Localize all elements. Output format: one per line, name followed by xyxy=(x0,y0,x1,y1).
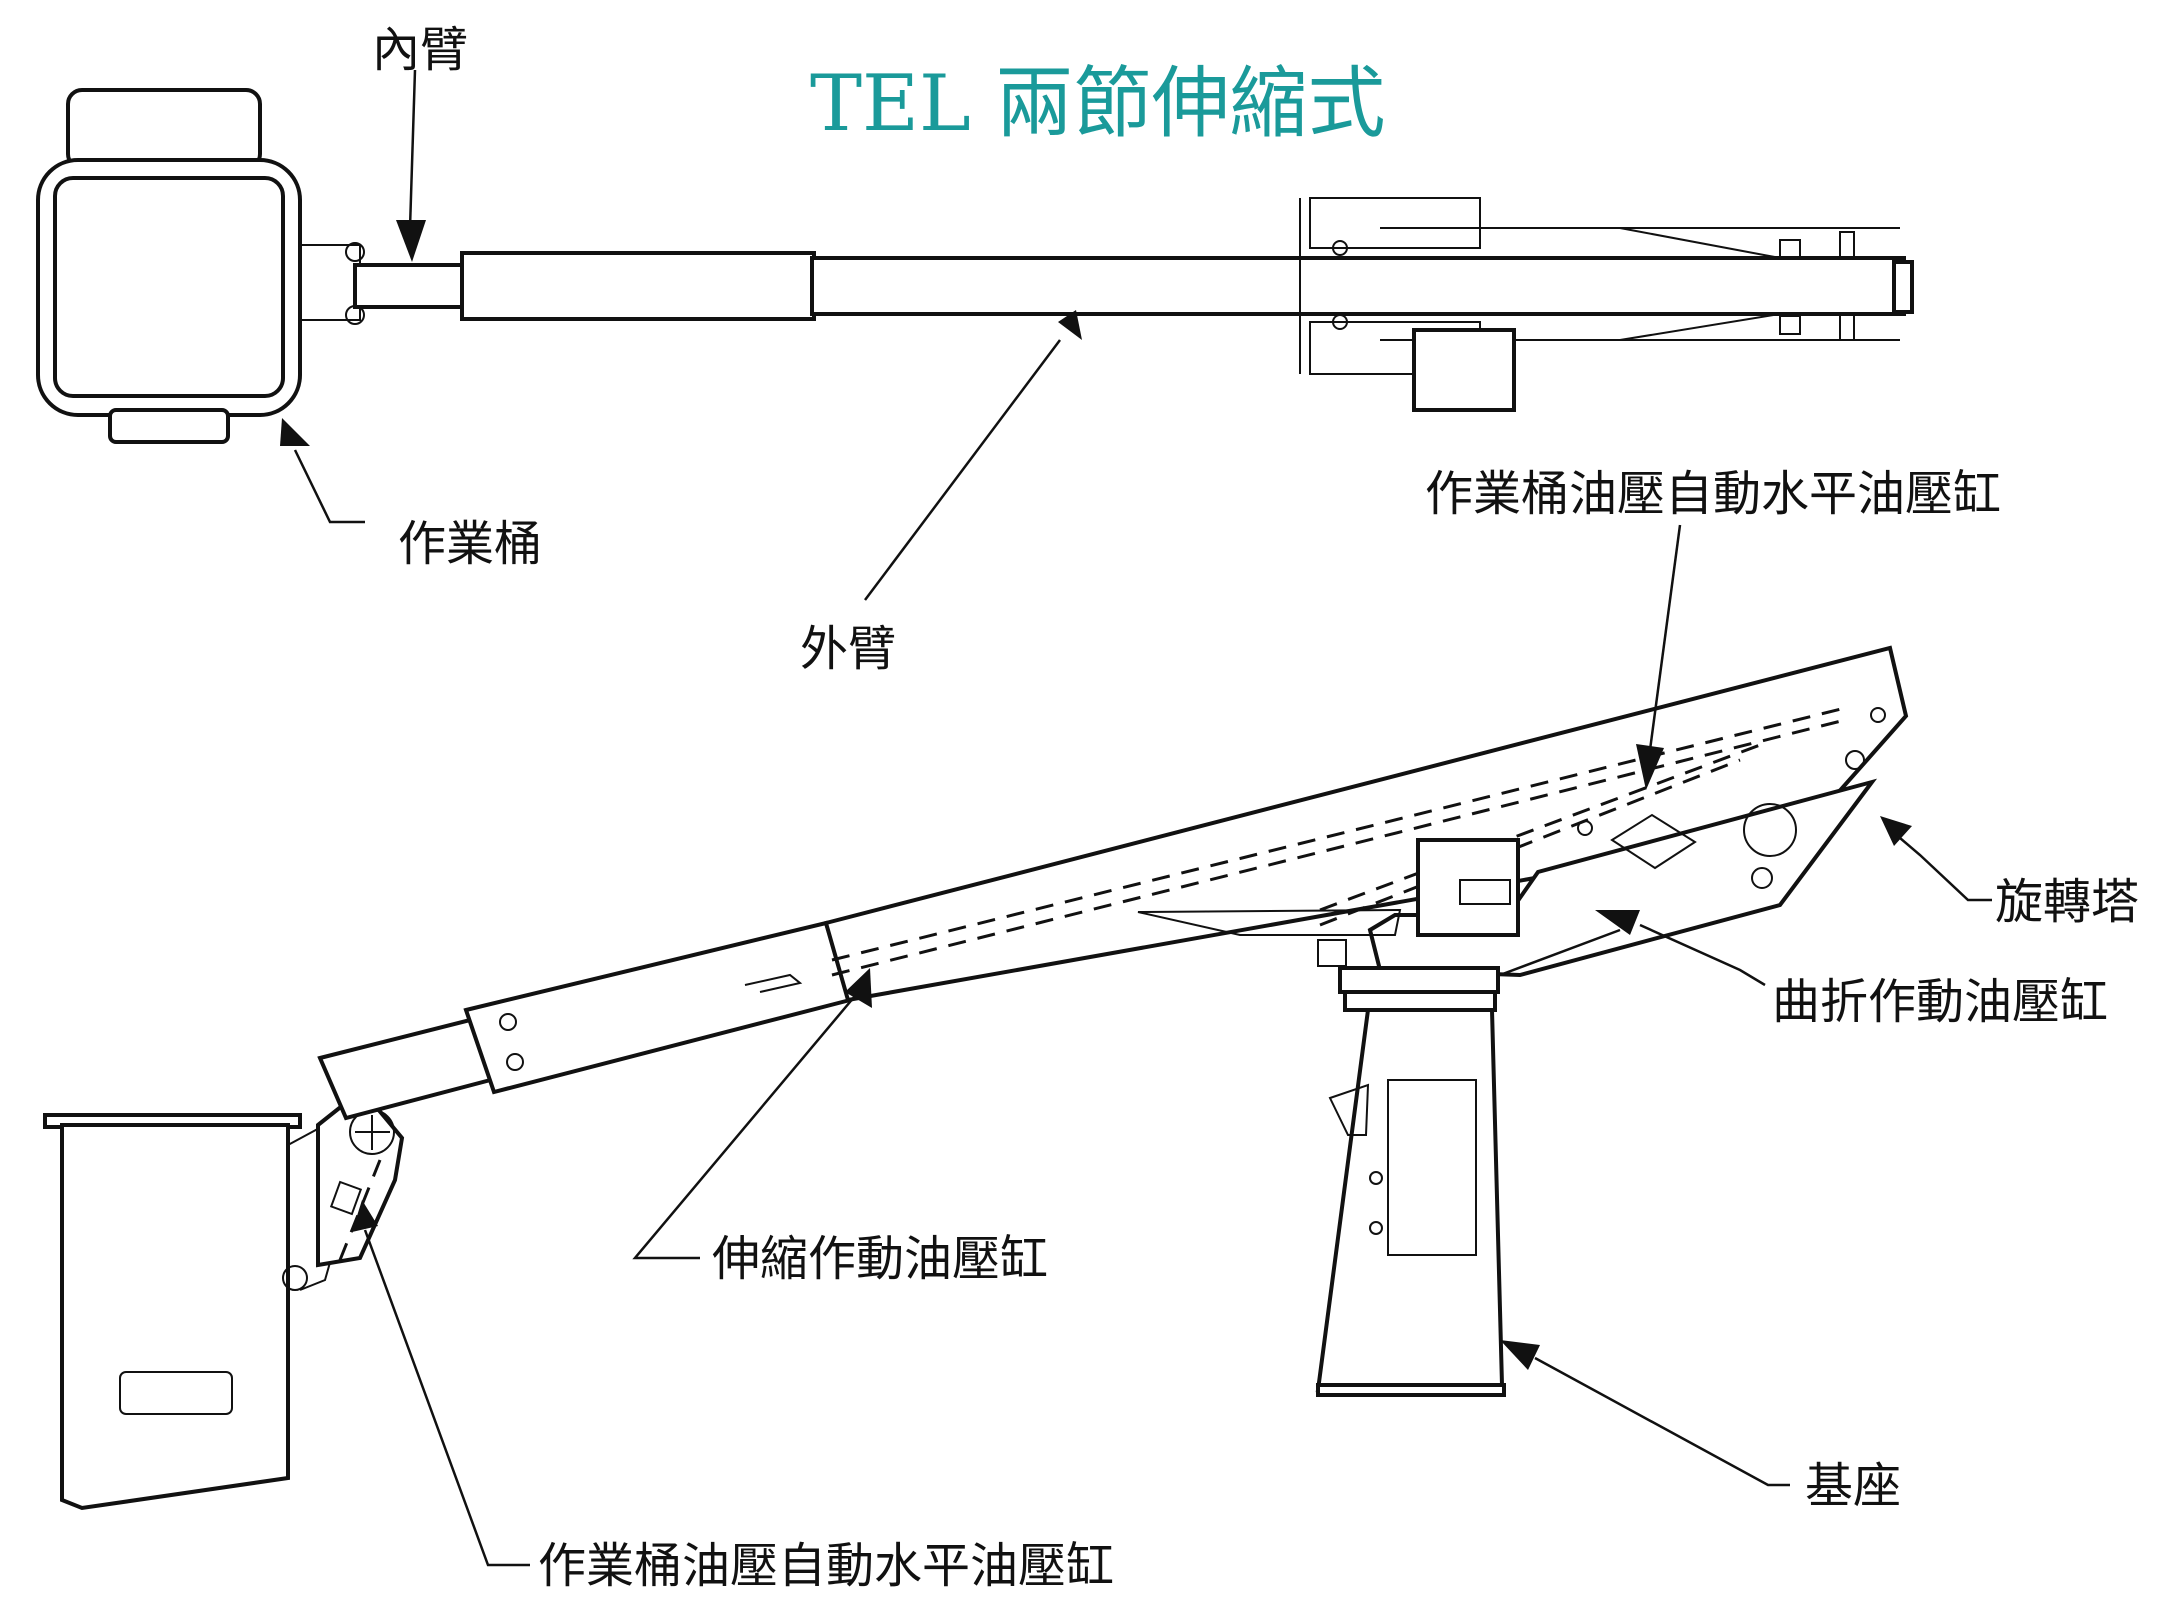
base xyxy=(1315,939,1506,1397)
label-telescoping-cylinder: 伸縮作動油壓缸 xyxy=(712,1231,1048,1287)
label-bucket-leveling-cylinder-top: 作業桶油壓自動水平油壓缸 xyxy=(1425,466,2001,522)
inner-arm-top xyxy=(353,263,467,309)
outer-arm-top xyxy=(810,256,1906,316)
leaders-side xyxy=(352,524,1992,1567)
bucket-bottom-cap xyxy=(108,408,230,444)
label-outer-arm: 外臂 xyxy=(800,621,896,677)
label-inner-arm: 內臂 xyxy=(372,22,468,78)
bucket-bracket xyxy=(299,244,361,321)
label-articulating-cylinder: 曲折作動油壓缸 xyxy=(1772,974,2108,1030)
arm-sleeve-top xyxy=(460,251,816,321)
outer-arm-side xyxy=(823,645,1909,1003)
side-view xyxy=(43,524,1992,1567)
labels: 內臂 作業桶 外臂 作業桶油壓自動水平油壓缸 旋轉塔 曲折作動油壓缸 伸縮作動油… xyxy=(372,22,2139,1594)
turret-top xyxy=(1299,197,1900,412)
label-turret: 旋轉塔 xyxy=(1995,874,2139,930)
diagram-title: TEL 兩節伸縮式 xyxy=(810,59,1386,149)
boom-cylinders xyxy=(744,706,1846,993)
arm-sleeve-side xyxy=(463,920,853,1095)
bucket-top-cap xyxy=(66,88,262,170)
bracket-pin-top xyxy=(345,242,365,262)
label-base: 基座 xyxy=(1805,1458,1901,1514)
bucket-side xyxy=(43,1113,347,1511)
label-bucket: 作業桶 xyxy=(398,516,542,572)
top-view xyxy=(36,69,1914,601)
outer-arm-end xyxy=(1892,260,1914,314)
leaders-top xyxy=(280,69,1082,601)
bucket-top-inner xyxy=(53,176,285,398)
turret-side xyxy=(1137,707,1886,978)
inner-arm-side xyxy=(317,1015,501,1121)
label-bucket-leveling-cylinder-bottom: 作業桶油壓自動水平油壓缸 xyxy=(538,1538,1114,1594)
